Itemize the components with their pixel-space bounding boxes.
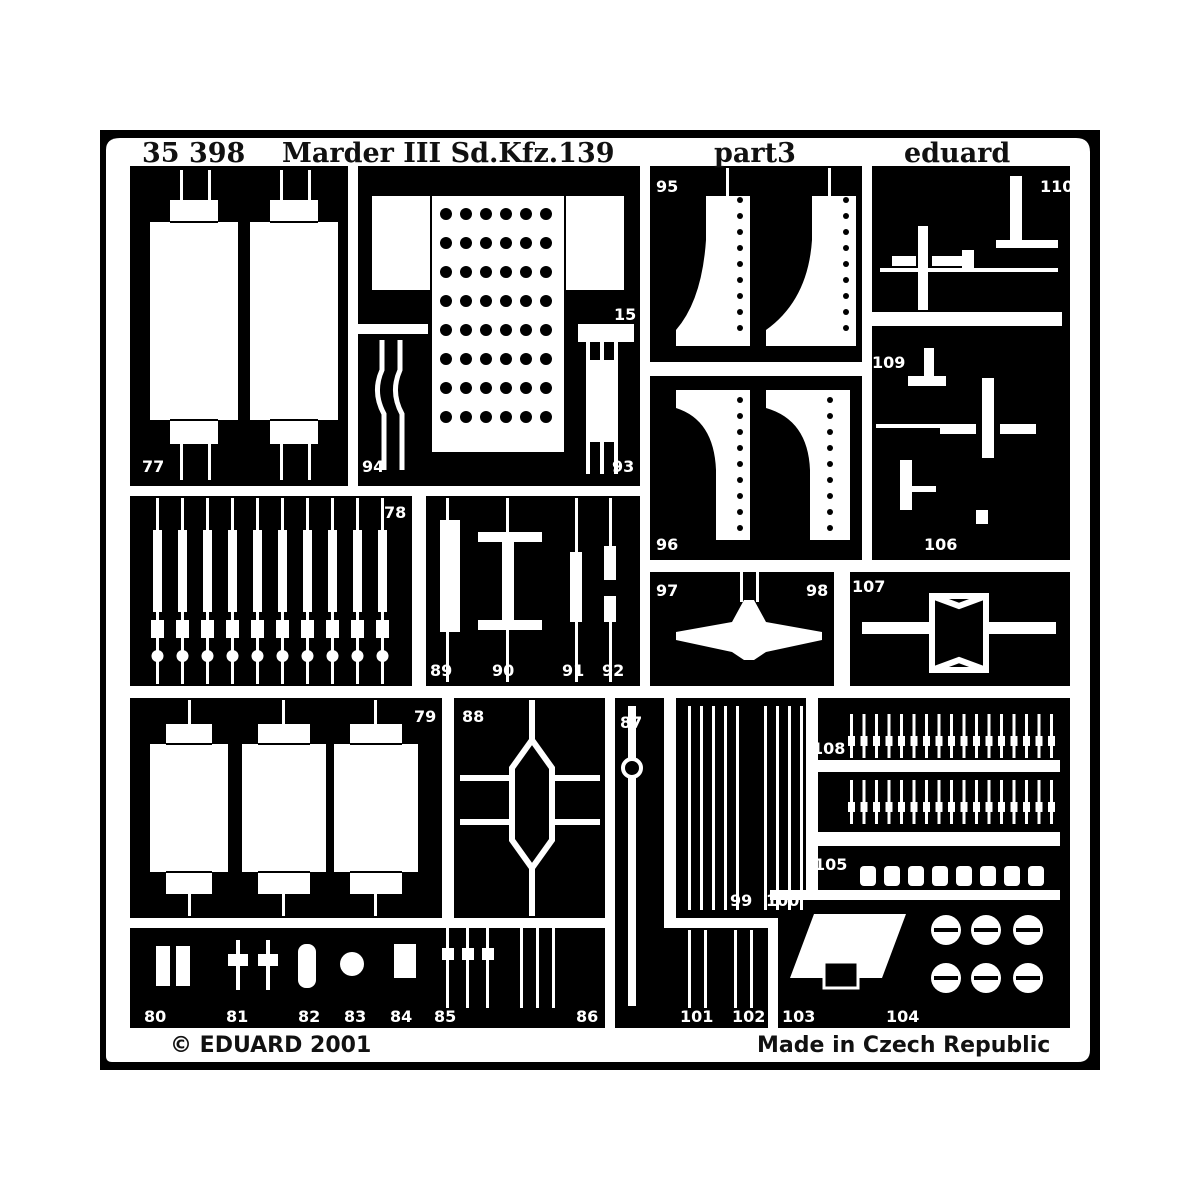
part-number-87: 87	[620, 713, 642, 732]
part-number-95: 95	[656, 177, 678, 196]
part-104	[931, 915, 1043, 993]
part-number-91: 91	[562, 661, 584, 680]
part-79	[150, 700, 418, 916]
kit-number: 35 398	[142, 138, 245, 169]
part-number-88: 88	[462, 707, 484, 726]
part-number-99: 99	[730, 891, 752, 910]
part-95	[676, 168, 856, 346]
part-number-79: 79	[414, 707, 436, 726]
part-90	[478, 498, 542, 682]
part-number-106: 106	[924, 535, 957, 554]
part-106	[876, 348, 1036, 524]
part-number-85: 85	[434, 1007, 456, 1026]
part-87	[621, 706, 643, 1006]
kit-title: Marder III Sd.Kfz.139	[282, 138, 615, 169]
part-number-84: 84	[390, 1007, 412, 1026]
part-89	[440, 498, 460, 682]
part-number-15: 15	[614, 305, 636, 324]
part-number-102: 102	[732, 1007, 765, 1026]
origin-text: Made in Czech Republic	[757, 1033, 1050, 1058]
parts-80-86	[156, 928, 555, 1008]
part-110	[880, 176, 1058, 310]
part-number-83: 83	[344, 1007, 366, 1026]
part-88	[460, 700, 600, 916]
part-91	[570, 498, 582, 682]
part-108	[848, 714, 1055, 824]
copyright-text: © EDUARD 2001	[170, 1033, 371, 1058]
part-label: part3	[714, 138, 796, 169]
part-number-108: 108	[812, 739, 845, 758]
part-number-86: 86	[576, 1007, 598, 1026]
part-number-105: 105	[814, 855, 847, 874]
part-92	[604, 498, 616, 682]
part-78	[151, 498, 389, 684]
part-number-103: 103	[782, 1007, 815, 1026]
part-number-93: 93	[612, 457, 634, 476]
part-number-101: 101	[680, 1007, 713, 1026]
part-number-94: 94	[362, 457, 384, 476]
part-number-110: 110	[1040, 177, 1073, 196]
part-105	[860, 866, 1044, 886]
part-number-98: 98	[806, 581, 828, 600]
part-number-78: 78	[384, 503, 406, 522]
part-number-89: 89	[430, 661, 452, 680]
part-number-96: 96	[656, 535, 678, 554]
parts-101-102	[688, 930, 753, 1008]
part-number-80: 80	[144, 1007, 166, 1026]
part-number-109: 109	[872, 353, 905, 372]
part-99-100	[688, 706, 803, 910]
part-103	[790, 914, 906, 990]
part-number-82: 82	[298, 1007, 320, 1026]
part-96	[676, 390, 850, 540]
part-107	[862, 593, 1056, 673]
perforation-holes	[440, 208, 552, 423]
part-number-104: 104	[886, 1007, 919, 1026]
part-number-81: 81	[226, 1007, 248, 1026]
part-number-92: 92	[602, 661, 624, 680]
part-number-107: 107	[852, 577, 885, 596]
part-number-90: 90	[492, 661, 514, 680]
part-97	[676, 572, 822, 660]
part-number-97: 97	[656, 581, 678, 600]
brand-logo: eduard	[904, 138, 1010, 169]
part-number-77: 77	[142, 457, 164, 476]
part-94	[375, 340, 405, 470]
part-number-100: 100	[766, 891, 799, 910]
part-77	[150, 170, 338, 480]
bracket-rivets	[737, 197, 849, 531]
